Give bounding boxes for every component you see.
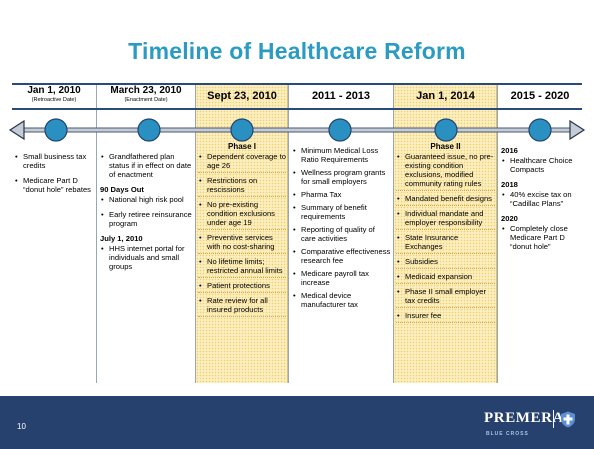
column-divider xyxy=(497,83,498,383)
page-number: 10 xyxy=(17,422,26,431)
column-march-2010: Grandfathered plan status if in effect o… xyxy=(100,152,192,277)
column-phase-2: Phase II Guaranteed issue, no pre-existi… xyxy=(396,142,495,326)
section-label: 2020 xyxy=(501,214,518,223)
list-item: Phase II small employer tax credits xyxy=(396,287,495,308)
list-item: Preventive services with no cost-sharing xyxy=(198,233,286,254)
column-header-march-2010: March 23, 2010 (Enactment Date) xyxy=(97,85,195,104)
milestone-circle xyxy=(528,118,552,142)
column-header-2015-2020: 2015 - 2020 xyxy=(498,85,582,104)
list-item: Guaranteed issue, no pre-existing condit… xyxy=(396,152,495,191)
timeline-arrow xyxy=(8,118,586,142)
section-label: July 1, 2010 xyxy=(100,234,143,243)
column-jan-2010: Small business tax credits Medicare Part… xyxy=(14,152,94,200)
column-header-jan-2010: Jan 1, 2010 (Retroactive Date) xyxy=(14,85,94,104)
milestone-circle xyxy=(434,118,458,142)
column-header-sept-2010: Sept 23, 2010 xyxy=(196,85,288,104)
header-top-rule xyxy=(12,83,582,85)
list-item: Medicaid expansion xyxy=(396,272,495,284)
list-item: Rate review for all insured products xyxy=(198,296,286,317)
list-item: Insurer fee xyxy=(396,311,495,323)
header-note: (Enactment Date) xyxy=(124,97,168,103)
column-phase-1: Phase I Dependent coverage to age 26 Res… xyxy=(198,142,286,320)
brand-subtitle: BLUE CROSS xyxy=(486,431,529,437)
header-note: (Retroactive Date) xyxy=(31,97,77,103)
phase-label: Phase II xyxy=(430,142,461,151)
list-item: Restrictions on rescissions xyxy=(198,176,286,197)
footer-bar: 10 PREMERA BLUE CROSS xyxy=(0,396,594,449)
list-item: Medical device manufacturer tax xyxy=(292,291,391,309)
column-divider xyxy=(288,83,289,383)
page-title: Timeline of Healthcare Reform xyxy=(128,38,466,64)
list-item: Patient protections xyxy=(198,281,286,293)
list-item: Summary of benefit requirements xyxy=(292,203,391,221)
header-bottom-rule xyxy=(12,108,582,110)
list-item: Reporting of quality of care activities xyxy=(292,225,391,243)
column-2015-2020: 2016 Healthcare Choice Compacts 2018 40%… xyxy=(501,146,581,257)
list-item: Dependent coverage to age 26 xyxy=(198,152,286,173)
list-item: No lifetime limits; restricted annual li… xyxy=(198,257,286,278)
phase-label: Phase I xyxy=(227,142,256,151)
header-date: Sept 23, 2010 xyxy=(207,90,277,102)
right-arrowhead xyxy=(569,119,586,141)
list-item: Medicare payroll tax increase xyxy=(292,269,391,287)
list-item: No pre-existing condition exclusions und… xyxy=(198,200,286,230)
column-divider xyxy=(195,83,196,383)
column-header-2011-2013: 2011 - 2013 xyxy=(289,85,393,104)
milestone-circle xyxy=(328,118,352,142)
list-item: Medicare Part D “donut hole” rebates xyxy=(14,176,94,194)
cross-shield-icon xyxy=(561,411,575,428)
column-header-jan-2014: Jan 1, 2014 xyxy=(394,85,497,104)
milestone-circle xyxy=(230,118,254,142)
header-date: Jan 1, 2014 xyxy=(416,90,475,102)
column-divider xyxy=(393,83,394,383)
left-arrowhead xyxy=(8,119,25,141)
header-date: 2011 - 2013 xyxy=(311,90,371,102)
column-2011-2013: Minimum Medical Loss Ratio Requirements … xyxy=(292,146,391,313)
list-item: Comparative effectiveness research fee xyxy=(292,247,391,265)
header-date: 2015 - 2020 xyxy=(510,90,570,102)
header-date: March 23, 2010 xyxy=(110,85,182,96)
brand-divider xyxy=(553,410,554,428)
list-item: HHS internet portal for individuals and … xyxy=(100,244,192,271)
list-item: Pharma Tax xyxy=(292,190,391,199)
list-item: Completely close Medicare Part D “donut … xyxy=(501,224,581,251)
section-label: 2018 xyxy=(501,180,518,189)
list-item: National high risk pool xyxy=(100,195,192,204)
list-item: State Insurance Exchanges xyxy=(396,233,495,254)
brand-logo-text: PREMERA xyxy=(484,410,565,426)
milestone-circle xyxy=(137,118,161,142)
list-item: 40% excise tax on “Cadillac Plans” xyxy=(501,190,581,208)
list-item: Minimum Medical Loss Ratio Requirements xyxy=(292,146,391,164)
list-item: Individual mandate and employer responsi… xyxy=(396,209,495,230)
header-date: Jan 1, 2010 xyxy=(27,85,81,96)
milestone-circle xyxy=(44,118,68,142)
list-item: Healthcare Choice Compacts xyxy=(501,156,581,174)
list-item: Subsidies xyxy=(396,257,495,269)
list-item: Mandated benefit designs xyxy=(396,194,495,206)
section-label: 2016 xyxy=(501,146,518,155)
list-item: Wellness program grants for small employ… xyxy=(292,168,391,186)
section-label: 90 Days Out xyxy=(100,185,144,194)
list-item: Grandfathered plan status if in effect o… xyxy=(100,152,192,179)
column-divider xyxy=(96,83,97,383)
list-item: Small business tax credits xyxy=(14,152,94,170)
list-item: Early retiree reinsurance program xyxy=(100,210,192,228)
